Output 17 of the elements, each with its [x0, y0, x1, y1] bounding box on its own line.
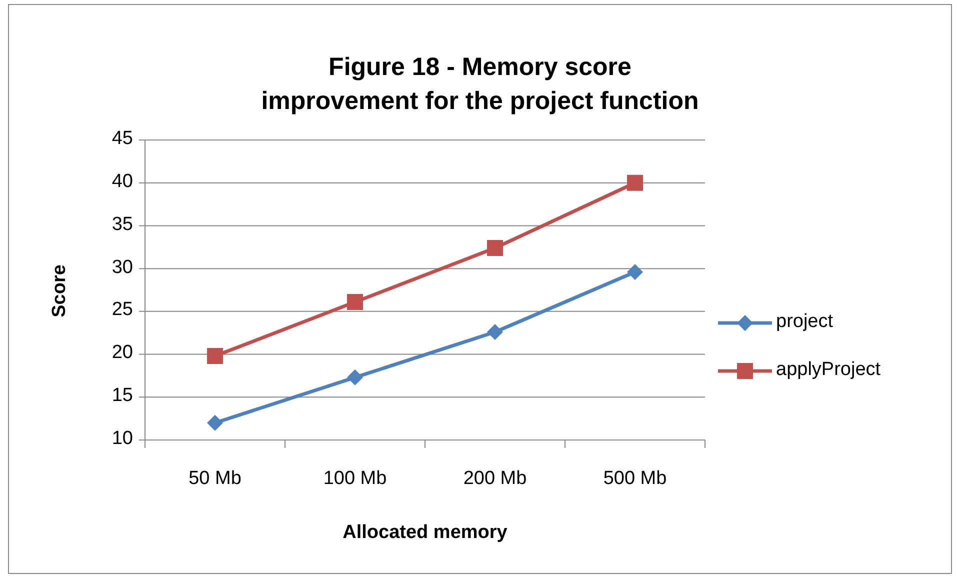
category-label: 500 Mb [602, 468, 668, 490]
chart-title: Figure 18 - Memory score improvement for the project function [260, 52, 700, 117]
tick-label: 25 [110, 299, 133, 322]
tick-label: 45 [110, 128, 133, 150]
category-label: 100 Mb [322, 468, 388, 490]
tick-label: 15 [110, 385, 133, 408]
tick-label: 10 [110, 428, 133, 450]
axis-title: Score [49, 264, 71, 320]
category-label: 50 Mb [188, 468, 242, 490]
axis-title: Allocated memory [342, 522, 508, 544]
tick-label: 30 [110, 256, 133, 279]
tick-label: 35 [110, 214, 133, 236]
category-label: 200 Mb [462, 468, 528, 490]
legend-label: applyProject [776, 359, 881, 381]
legend-label: project [776, 311, 834, 333]
tick-label: 40 [110, 170, 133, 193]
tick-label: 20 [110, 342, 133, 364]
